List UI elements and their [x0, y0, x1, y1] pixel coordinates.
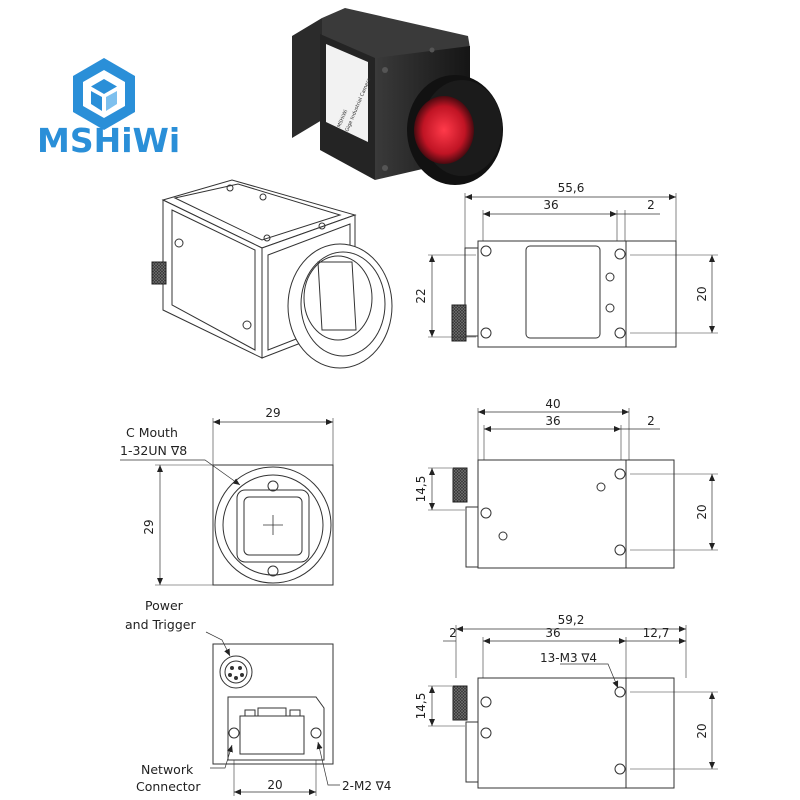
brand-logo: MSHiWi [37, 58, 180, 160]
dim-bottom-connector: 14,5 [414, 693, 428, 720]
dim-side-ring: 2 [647, 414, 655, 428]
network-label-line-1: Network [141, 762, 194, 777]
photo-label-sticker [326, 44, 368, 142]
dim-bottom-body: 36 [545, 626, 560, 640]
dim-side-body: 36 [545, 414, 560, 428]
side-view-connector [452, 467, 468, 503]
dim-bottom-screw: 13-M3 ∇4 [540, 651, 597, 665]
dim-bottom-height: 20 [695, 723, 709, 738]
dim-top-body: 36 [543, 198, 558, 212]
dim-side-connector: 14,5 [414, 476, 428, 503]
cube-logo-icon [73, 58, 135, 130]
rear-view-drawing [205, 631, 340, 796]
dim-side-overall: 40 [545, 397, 560, 411]
bottom-view-connector [452, 685, 468, 721]
network-port [227, 696, 325, 761]
power-label-line-2: and Trigger [125, 617, 196, 632]
dim-side-height: 20 [695, 504, 709, 519]
dim-top-overall: 55,6 [558, 181, 585, 195]
dim-top-height-right: 20 [695, 286, 709, 301]
dim-bottom-lens: 12,7 [643, 626, 670, 640]
dim-rear-screw: 2-M2 ∇4 [342, 779, 391, 793]
dim-bottom-overall: 59,2 [558, 613, 585, 627]
dim-top-ring: 2 [647, 198, 655, 212]
front-view-drawing [120, 418, 334, 586]
brand-name: MSHiWi [37, 121, 180, 160]
dim-top-height-left: 22 [414, 288, 428, 303]
network-label-line-2: Connector [136, 779, 201, 794]
camera-photo: MSHiWi Gige Industrial Camera [292, 8, 503, 185]
dim-front-height: 29 [142, 519, 156, 534]
mount-label-line-2: 1-32UN ∇8 [120, 443, 187, 458]
mount-label-line-1: C Mouth [126, 425, 178, 440]
photo-sensor-window [414, 96, 474, 164]
top-view-drawing [428, 193, 718, 348]
dim-front-width: 29 [265, 406, 280, 420]
photo-back-plate [292, 18, 322, 138]
side-view-drawing [428, 408, 718, 569]
dim-bottom-left: 2 [449, 626, 457, 640]
dim-rear-width: 20 [267, 778, 282, 792]
power-label-line-1: Power [145, 598, 184, 613]
bottom-view-drawing [428, 625, 718, 789]
isometric-line-drawing [151, 179, 393, 369]
top-view-connector [451, 304, 467, 342]
